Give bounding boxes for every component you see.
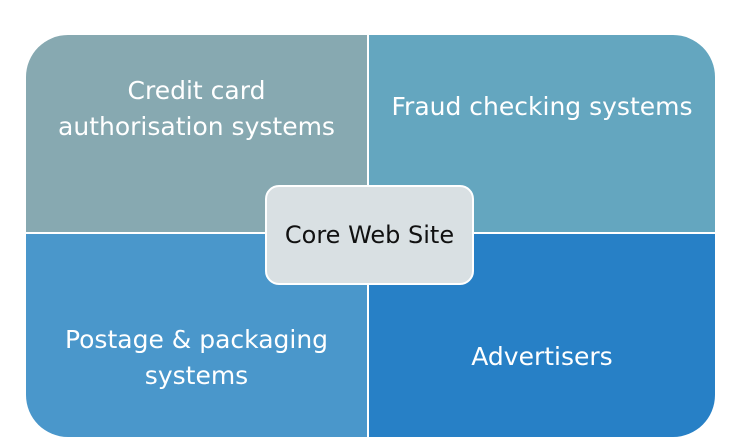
quadrant-label: Advertisers [471,342,613,371]
quadrant-label: Postage & packaging systems [64,325,329,390]
quadrant-label: Fraud checking systems [391,92,693,121]
center-node-label: Core Web Site [284,221,455,249]
center-node-core-web-site: Core Web Site [265,185,474,285]
quadrant-credit-card-authorisation: Credit card authorisation systems [26,35,369,234]
quadrant-label: Credit card authorisation systems [58,76,335,141]
